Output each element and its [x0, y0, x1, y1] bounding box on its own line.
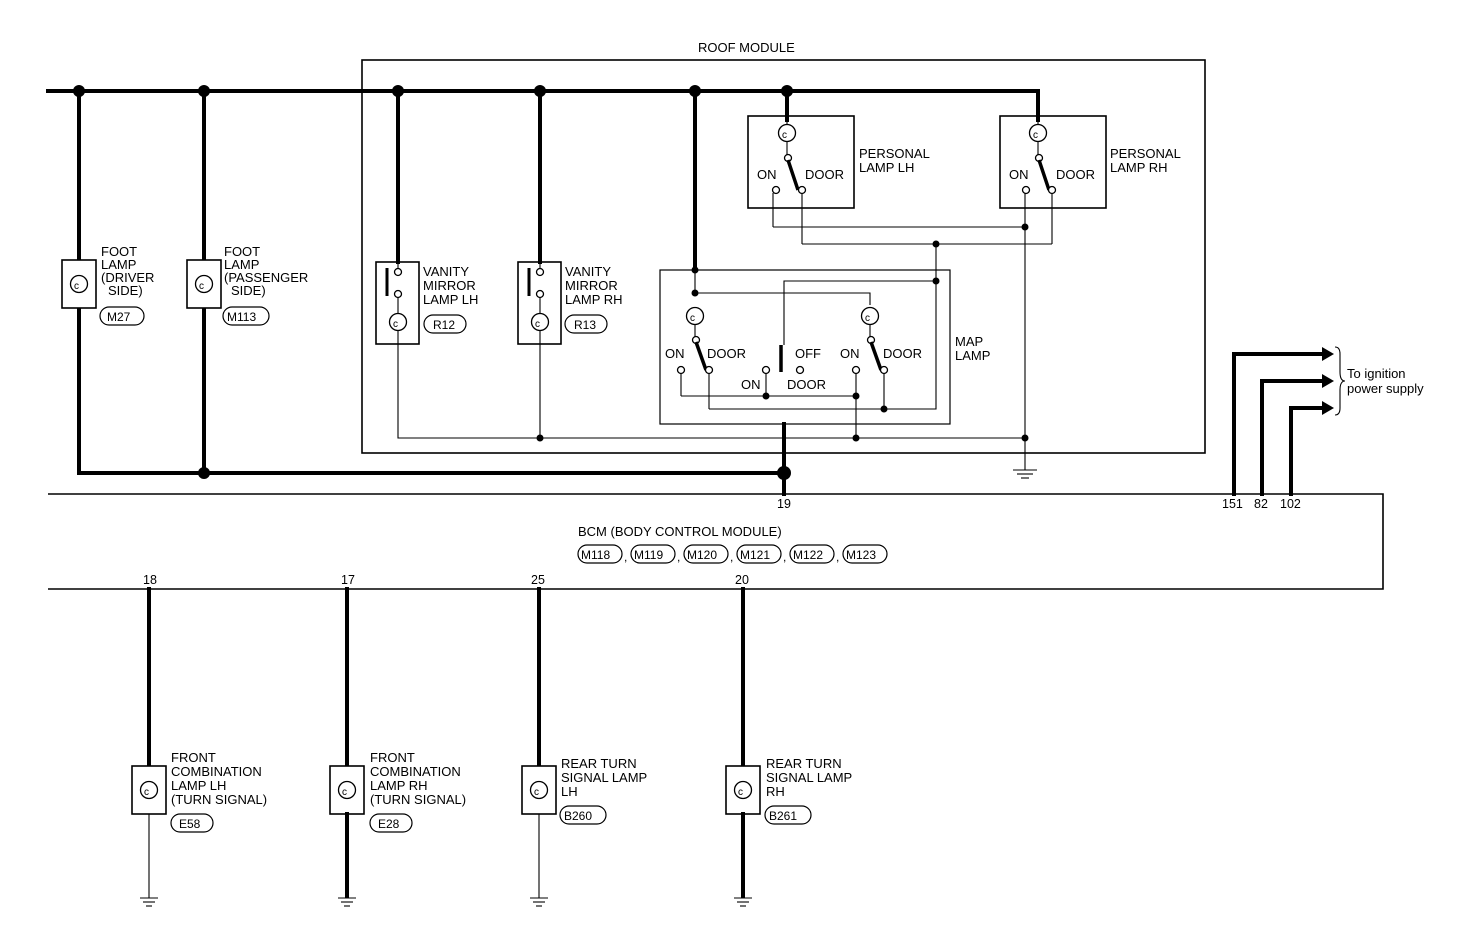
- rear-turn-rh-label: REAR TURN SIGNAL LAMP RH: [766, 756, 856, 799]
- vanity-rh-label: VANITY MIRROR LAMP RH: [565, 264, 623, 307]
- foot-lamp-driver-label: FOOT LAMP (DRIVER SIDE): [101, 244, 158, 298]
- ground-icon: [734, 897, 752, 907]
- rear-turn-signal-lamp-rh: c: [725, 765, 761, 898]
- map-center-door: DOOR: [787, 377, 826, 392]
- personal-rh-on: ON: [1009, 167, 1029, 182]
- map-door-link: [709, 244, 937, 410]
- map-lamp-label: MAP LAMP: [955, 334, 990, 363]
- personal-rh-label: PERSONAL LAMP RH: [1110, 146, 1184, 175]
- bcm-connectors: M118 , M119 , M120 , M121 , M122 , M123: [577, 544, 888, 564]
- map-right-on: ON: [840, 346, 860, 361]
- connector-m122: M122: [793, 548, 823, 562]
- lamp-bulb-icon: c: [144, 787, 149, 798]
- vanity-mirror-lamp-lh: c: [375, 261, 420, 345]
- bcm-title: BCM (BODY CONTROL MODULE): [578, 524, 782, 539]
- ign-wire-82: [1260, 379, 1324, 496]
- lamp-bulb-icon: c: [342, 787, 347, 798]
- lamp-bulb-icon: c: [535, 319, 540, 330]
- arrow-right-icon: [1322, 347, 1334, 415]
- bcm-pin-18: 18: [143, 573, 157, 587]
- personal-rh-door: DOOR: [1056, 167, 1095, 182]
- ign-wire-151: [1232, 352, 1324, 496]
- bcm-pin-19: 19: [777, 497, 791, 511]
- ground-icon: [140, 897, 158, 907]
- ign-wire-102: [1289, 406, 1324, 496]
- connector-m121: M121: [740, 548, 770, 562]
- map-left-on: ON: [665, 346, 685, 361]
- lamp-bulb-icon: c: [738, 787, 743, 798]
- rear-turn-signal-lamp-lh: c: [521, 765, 557, 898]
- roof-module-box: [361, 59, 1206, 454]
- lamp-bulb-icon: c: [782, 130, 787, 141]
- front-combo-lh-label: FRONT COMBINATION LAMP LH (TURN SIGNAL): [171, 750, 267, 807]
- connector-b260: B260: [564, 809, 592, 823]
- map-lamp-left-switch: c: [676, 306, 714, 409]
- svg-text:,: ,: [836, 550, 839, 564]
- connector-e28: E28: [378, 817, 400, 831]
- map-center-on: ON: [741, 377, 761, 392]
- personal-lh-on: ON: [757, 167, 777, 182]
- svg-text:,: ,: [730, 550, 733, 564]
- map-center-off: OFF: [795, 346, 821, 361]
- vanity-lh-label: VANITY MIRROR LAMP LH: [423, 264, 479, 307]
- lamp-bulb-icon: c: [199, 281, 204, 292]
- lamp-bulb-icon: c: [534, 787, 539, 798]
- connector-m119: M119: [634, 548, 663, 562]
- connector-m27: M27: [107, 310, 131, 324]
- ground-icon: [530, 897, 548, 907]
- bcm-pin-20: 20: [735, 573, 749, 587]
- lamp-bulb-icon: c: [1033, 130, 1038, 141]
- power-bus: [46, 89, 1040, 122]
- foot-lamp-passenger: c: [186, 259, 222, 309]
- svg-text:,: ,: [624, 550, 627, 564]
- lamp-bulb-icon: c: [865, 313, 870, 324]
- front-combination-lamp-lh: c: [131, 765, 167, 898]
- bcm-pin-82: 82: [1254, 497, 1268, 511]
- map-lamp-right-switch: c: [851, 306, 889, 438]
- vanity-return-wire: [397, 330, 1025, 439]
- connector-r13: R13: [574, 318, 596, 332]
- ignition-bracket: [1334, 346, 1346, 416]
- ground-icon: [1013, 469, 1037, 479]
- connector-m120: M120: [687, 548, 717, 562]
- connector-m113: M113: [227, 310, 256, 324]
- foot-lamp-driver: c: [61, 259, 97, 309]
- front-combination-lamp-rh: c: [329, 765, 365, 898]
- foot-lamp-passenger-label: FOOT LAMP (PASSENGER SIDE): [224, 244, 312, 298]
- ignition-label: To ignition power supply: [1347, 366, 1424, 396]
- front-combo-rh-label: FRONT COMBINATION LAMP RH (TURN SIGNAL): [370, 750, 466, 807]
- map-lamp-box: [659, 269, 951, 425]
- rear-turn-lh-label: REAR TURN SIGNAL LAMP LH: [561, 756, 651, 799]
- connector-m123: M123: [846, 548, 876, 562]
- bcm-box: [48, 493, 1384, 590]
- lamp-bulb-icon: c: [74, 281, 79, 292]
- bcm-pin-25: 25: [531, 573, 545, 587]
- personal-lh-label: PERSONAL LAMP LH: [859, 146, 933, 175]
- lamp-bulb-icon: c: [690, 313, 695, 324]
- bcm-pin-151: 151: [1222, 497, 1243, 511]
- personal-lamp-lh: c: [747, 115, 855, 244]
- svg-text:,: ,: [783, 550, 786, 564]
- connector-m118: M118: [581, 548, 610, 562]
- map-lamp-center-switch: [761, 345, 805, 396]
- map-left-door: DOOR: [707, 346, 746, 361]
- bcm-pin-102: 102: [1280, 497, 1301, 511]
- ground-icon: [338, 897, 356, 907]
- connector-b261: B261: [769, 809, 797, 823]
- bcm-pin-17: 17: [341, 573, 355, 587]
- personal-lamp-rh: c: [999, 115, 1107, 470]
- roof-module-title: ROOF MODULE: [698, 40, 795, 55]
- connector-r12: R12: [433, 318, 455, 332]
- personal-lh-door: DOOR: [805, 167, 844, 182]
- foot-lamp-driver-wire: [77, 89, 786, 475]
- svg-text:,: ,: [677, 550, 680, 564]
- map-center-link: [783, 280, 936, 345]
- connector-e58: E58: [179, 817, 201, 831]
- lamp-bulb-icon: c: [393, 319, 398, 330]
- map-right-door: DOOR: [883, 346, 922, 361]
